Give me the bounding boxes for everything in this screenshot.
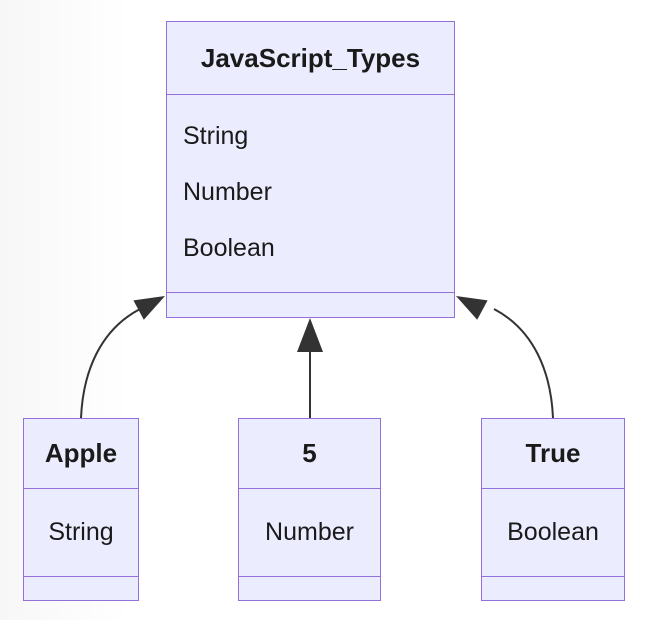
arrow-true-to-javascript-types: [456, 296, 554, 419]
class-methods-empty: [24, 576, 138, 600]
class-member: String: [183, 121, 249, 150]
class-members: String: [24, 489, 138, 576]
class-node-five: 5 Number: [238, 418, 381, 601]
class-node-true: True Boolean: [481, 418, 625, 601]
arrow-apple-to-javascript-types: [80, 296, 165, 419]
class-members: Boolean: [482, 489, 624, 576]
class-members: String Number Boolean: [167, 95, 454, 292]
arrow-five-to-javascript-types: [297, 318, 323, 418]
class-title: JavaScript_Types: [167, 22, 454, 95]
class-methods-empty: [167, 292, 454, 317]
class-member: Boolean: [183, 233, 275, 262]
class-title: True: [482, 419, 624, 489]
class-node-apple: Apple String: [23, 418, 139, 601]
class-title: 5: [239, 419, 380, 489]
class-methods-empty: [482, 576, 624, 600]
class-node-javascript-types: JavaScript_Types String Number Boolean: [166, 21, 455, 318]
class-members: Number: [239, 489, 380, 576]
class-title: Apple: [24, 419, 138, 489]
class-member: Number: [265, 518, 354, 546]
class-member: Number: [183, 177, 272, 206]
class-member: String: [48, 518, 114, 546]
class-member: Boolean: [507, 518, 599, 546]
class-methods-empty: [239, 576, 380, 600]
